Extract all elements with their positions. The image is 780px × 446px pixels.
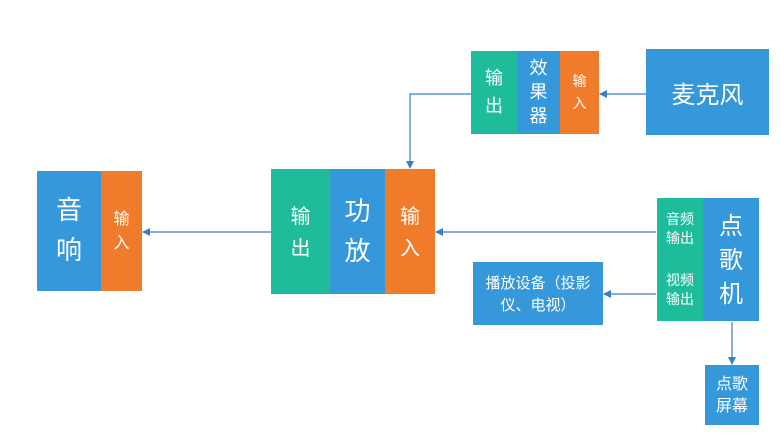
- arrow-effects-to-amp: [406, 93, 471, 169]
- amp-input-port: 输 入: [385, 169, 435, 294]
- amp-block: 功 放: [330, 169, 385, 294]
- effects-block: 效 果 器: [517, 51, 560, 134]
- microphone-block: 麦克风: [646, 49, 769, 135]
- amp-output-port: 输 出: [271, 169, 330, 294]
- playback-device-block: 播放设备（投影 仪、电视）: [473, 262, 603, 325]
- speaker-block: 音 响: [37, 171, 101, 291]
- karaoke-audio-out-port: 音频 输出: [657, 198, 703, 261]
- karaoke-video-out-port: 视频 输出: [657, 261, 703, 321]
- song-screen-block: 点歌 屏幕: [705, 365, 759, 425]
- effects-input-port: 输 入: [560, 51, 599, 134]
- speaker-input-port: 输 入: [101, 171, 142, 291]
- karaoke-block: 点 歌 机: [703, 198, 759, 321]
- effects-output-port: 输 出: [471, 51, 517, 134]
